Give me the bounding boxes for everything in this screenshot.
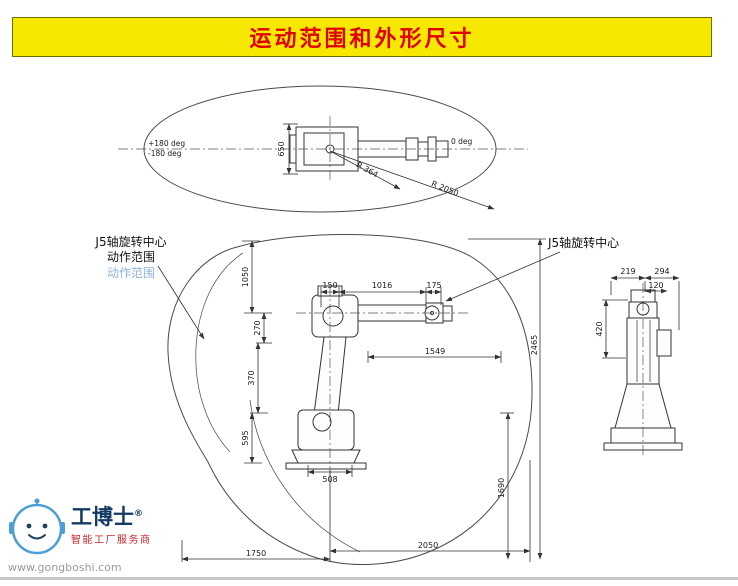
brand-tagline: 智能工厂服务商 [71, 535, 152, 547]
brand-website: www.gongboshi.com [8, 561, 122, 574]
j5-range-label-line1: J5轴旋转中心 [94, 234, 166, 249]
work-envelope-inner-arc-rear [195, 252, 244, 453]
dim-1016-label: 1016 [372, 281, 392, 290]
dim-420-label: 420 [595, 321, 604, 336]
dim-294-label: 294 [654, 267, 669, 276]
dim-1750-label: 1750 [246, 549, 266, 558]
dim-219-label: 219 [620, 267, 635, 276]
brand-name: 工博士® [71, 504, 143, 529]
dim-120-label: 120 [648, 281, 663, 290]
dim-270-label: 270 [253, 320, 262, 335]
j5-center-label: J5轴旋转中心 [547, 235, 619, 250]
dim-right-total: 2465 [468, 238, 546, 560]
page-title: 运动范围和外形尺寸 [249, 27, 475, 52]
dim-150-label: 150 [322, 281, 337, 290]
work-envelope-outline [167, 233, 533, 566]
right-leader-line [445, 251, 561, 302]
dim-508-label: 508 [322, 475, 337, 484]
j5-range-label-line2: 动作范围 [107, 250, 155, 264]
left-annotation: J5轴旋转中心 动作范围 动作范围 [94, 234, 205, 340]
dim-left-column: 1050 270 370 595 [241, 240, 272, 464]
robot-side-view [285, 285, 453, 470]
top-view: 650 R 364 R 2050 +180 deg -180 deg 0 deg [118, 85, 528, 213]
right-annotation: J5轴旋转中心 [445, 235, 619, 302]
registered-mark: ® [134, 508, 143, 519]
j5-range-label-line3: 动作范围 [107, 266, 155, 280]
rear-view: 219 294 120 420 [595, 267, 683, 458]
dim-175-label: 175 [426, 281, 441, 290]
company-logo: 工博士® 智能工厂服务商 www.gongboshi.com [8, 496, 168, 574]
dim-650-label: 650 [277, 141, 286, 156]
left-leader-line [157, 265, 205, 340]
dim-650: 650 [277, 123, 298, 175]
dim-2465-label: 2465 [530, 335, 539, 355]
radius-outer-label: R 2050 [430, 179, 460, 198]
dim-595-label: 595 [241, 430, 250, 445]
dim-2050-label: 2050 [418, 541, 438, 550]
dim-mid-reach: 1549 [367, 347, 502, 363]
dim-rear-height: 420 [595, 299, 628, 359]
dim-bottom-row: 2050 1750 [181, 460, 531, 562]
footer-divider [0, 577, 738, 580]
dim-1549-label: 1549 [425, 347, 445, 356]
dim-1690-label: 1690 [497, 478, 506, 498]
plus-180-label: +180 deg [148, 139, 185, 148]
dim-rear-widths: 219 294 120 [610, 267, 680, 330]
mascot-icon [9, 498, 65, 555]
zero-deg-label: 0 deg [451, 137, 473, 146]
side-view: 150 1016 175 1050 270 370 595 [94, 233, 619, 566]
dim-top-row: 150 1016 175 [320, 281, 442, 307]
radius-inner-label: R 364 [355, 160, 380, 179]
title-banner: 运动范围和外形尺寸 [12, 17, 712, 57]
dim-1050-label: 1050 [241, 267, 250, 287]
dim-370-label: 370 [247, 370, 256, 385]
dim-base-width: 508 [307, 465, 353, 484]
dim-right-lower: 1690 [497, 412, 514, 560]
minus-180-label: -180 deg [148, 149, 182, 158]
